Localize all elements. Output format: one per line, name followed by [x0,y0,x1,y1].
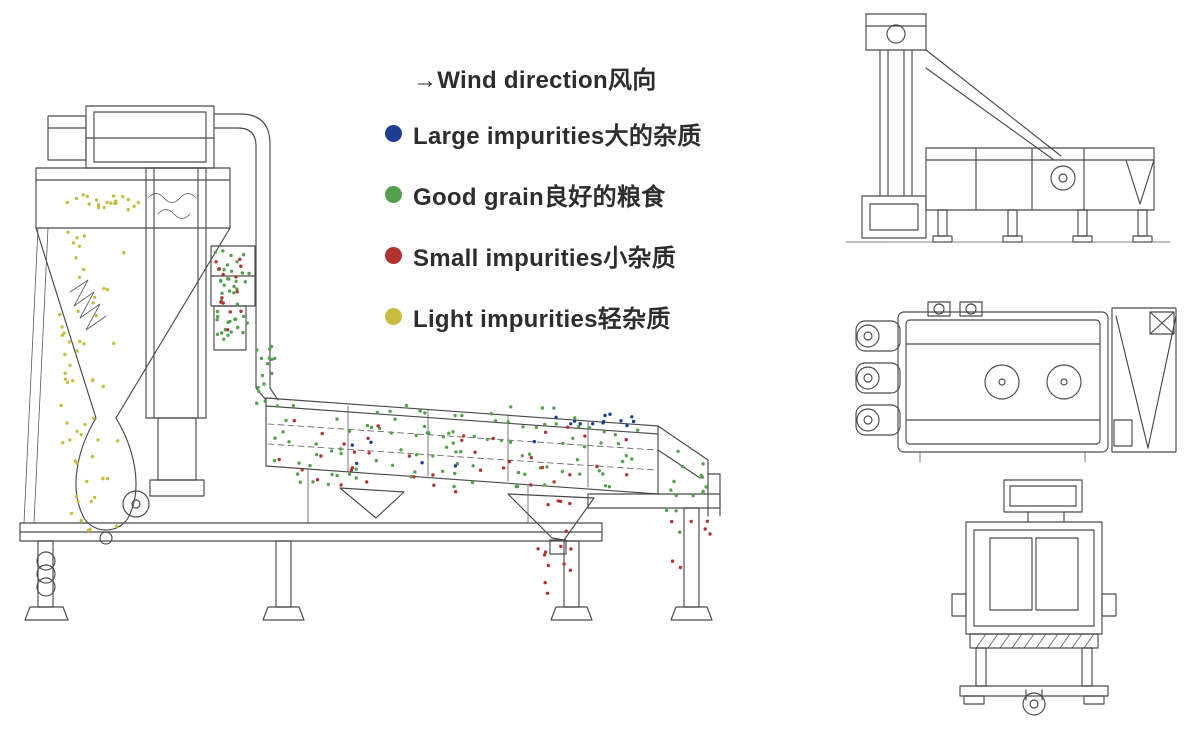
elevation-legs [845,209,1171,243]
small-impurities-label: Small impurities小杂质 [413,244,677,272]
front-top-hopper [1003,479,1083,523]
small-impurities-dot-icon [385,246,402,264]
wind-direction-label: →Wind direction风向 [413,66,657,94]
vibrator-motors [927,301,983,317]
vibrating-screen-deck [265,397,659,495]
legend-item-good-grain: Good grain良好的粮食 [385,174,702,214]
light-impurities-label: Light impurities轻杂质 [413,305,671,333]
inclined-duct [925,49,1062,161]
machine-top-plan-drawing [855,301,1177,463]
machine-body [925,147,1155,211]
front-body [951,521,1117,635]
air-separation-box [85,105,215,169]
elevator-column [145,167,207,497]
machine-front-view-drawing [951,479,1117,716]
air-channel-cylinders [855,320,901,436]
legend: →Wind direction风向 Large impurities大的杂质 G… [385,62,702,336]
good-grain-label: Good grain良好的粮食 [413,183,666,211]
legend-wind-direction-row: →Wind direction风向 [385,62,702,94]
feed-hopper-plan [1111,307,1177,453]
elevator-head [865,13,927,51]
fan-housing [47,115,87,161]
legend-item-large-impurities: Large impurities大的杂质 [385,113,702,153]
good-grain-dot-icon [385,185,402,203]
large-impurities-dot-icon [385,124,402,142]
elevator-inspection-windows [210,245,256,351]
airflow-wave-marks [147,193,197,219]
elevator-boot [861,195,927,239]
material-flow-dots [58,193,712,595]
plan-body [897,311,1109,453]
large-impurities-label: Large impurities大的杂质 [413,122,702,150]
spring-symbol [69,279,107,331]
air-duct [213,113,279,401]
light-impurities-dot-icon [385,307,402,325]
front-screen-band [969,633,1099,649]
legend-item-light-impurities: Light impurities轻杂质 [385,296,702,336]
under-deck-hoppers [339,487,595,555]
machine-side-view-drawing [19,105,721,621]
machine-side-elevation-drawing [845,13,1171,243]
discharge-chute [587,425,721,517]
front-base [959,647,1109,716]
base-frame [19,227,713,621]
drive-wheel [122,490,150,518]
caster-wheel [1022,692,1046,716]
legend-item-small-impurities: Small impurities小杂质 [385,235,702,275]
elevator-shaft [879,49,913,197]
spring-caster [36,551,56,597]
